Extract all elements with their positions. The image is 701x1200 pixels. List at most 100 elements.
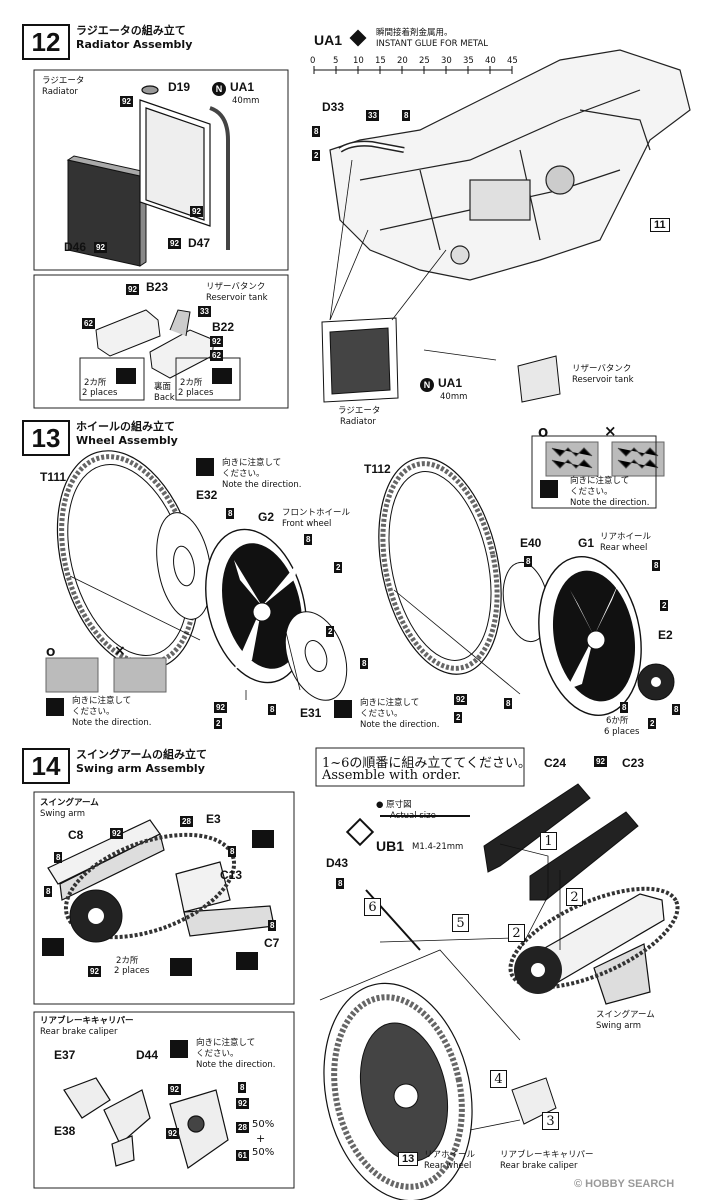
color-62-b: 62 [210,350,223,361]
color-92-f: 92 [210,336,223,347]
color-92-l: 92 [236,1098,249,1109]
ruler-15: 15 [375,56,386,66]
color-8-p: 8 [238,1082,247,1093]
step-12-title-jp: ラジエータの組み立て [76,24,186,37]
order-3: 3 [542,1112,559,1130]
radiator-label-jp: ラジエータ [338,406,381,416]
step-14-title-jp: スイングアームの組み立て [76,748,208,761]
places6-jp: 6か所 [606,716,629,726]
note-icon-e [170,1040,188,1058]
note-jp1-b: 向きに注意して [72,696,132,706]
places-jp-b: 2カ所 [180,378,203,388]
part-e31: E31 [300,706,322,720]
color-2: 2 [312,150,321,161]
part-g1: G1 [578,536,595,550]
color-8-k: 8 [504,698,513,709]
g2-jp: フロントホイール [282,508,351,518]
n-marker-icon-b: N [420,378,434,392]
note-jp2-e: ください。 [196,1049,239,1059]
color-8-j: 8 [672,704,681,715]
part-t112: T112 [364,462,391,476]
order-1: 1 [540,832,557,850]
part-c13: C13 [220,868,243,882]
n-marker-icon: N [212,82,226,96]
color-8-q: 8 [336,878,345,889]
places-en-c: 2 places [114,966,150,976]
color-62: 62 [82,318,95,329]
swing-label-jp: スイングアーム [596,1010,655,1020]
step-14-number: 14 [22,748,70,784]
sticker-icon-c [170,958,192,976]
note-jp1-e: 向きに注意して [196,1038,256,1048]
back-en: Back [154,393,175,403]
color-92-n: 92 [594,756,607,767]
ruler-35: 35 [463,56,474,66]
part-e32: E32 [196,488,218,502]
note-jp1-a: 向きに注意して [222,458,282,468]
ruler-30: 30 [441,56,452,66]
color-92: 92 [120,96,133,107]
length-40mm: 40mm [232,96,260,106]
note-jp2-b: ください。 [72,707,115,717]
color-28: 28 [180,816,193,827]
note-icon-b [46,698,64,716]
glue-en: INSTANT GLUE FOR METAL [376,39,489,49]
color-8: 8 [312,126,321,137]
radiator-box-jp: ラジエータ [42,76,85,86]
part-g2: G2 [258,510,275,524]
length-40mm-b: 40mm [440,392,468,402]
order-5: 5 [452,914,469,932]
ruler-25: 25 [419,56,430,66]
reservoir-label-jp: リザーバタンク [572,364,632,374]
color-8-d: 8 [304,534,313,545]
swing-label-en: Swing arm [596,1021,642,1031]
swing-box-en: Swing arm [40,809,86,819]
g2-en: Front wheel [282,519,332,529]
part-c8: C8 [68,828,84,842]
radiator-mesh [66,155,148,267]
glue-jp: 瞬間接着剤金属用。 [376,28,453,38]
reservoir-label-en: Reservoir tank [572,375,634,385]
note-en-b: Note the direction. [72,718,152,728]
ng-mark-b: × [604,422,617,440]
actual-size-jp: ● 原寸図 [376,800,412,810]
color-2-b: 2 [334,562,343,573]
color-92-j: 92 [88,966,101,977]
brake-box-jp: リアブレーキキャリパー [40,1016,134,1026]
color-92-c: 92 [94,242,107,253]
mix-28: 28 [236,1122,249,1133]
part-d46: D46 [64,240,87,254]
ruler-0: 0 [310,56,316,66]
order-en: Assemble with order. [322,768,462,783]
note-en-e: Note the direction. [196,1060,276,1070]
note-en-c: Note the direction. [360,720,440,730]
mix-61-pct: 50% [252,1147,275,1158]
color-92-m: 92 [166,1128,179,1139]
step-13-title-en: Wheel Assembly [76,434,178,447]
part-c7: C7 [264,936,280,950]
mix-61: 61 [236,1150,249,1161]
color-8-l: 8 [54,852,63,863]
part-b22: B22 [212,320,235,334]
g1-en: Rear wheel [600,543,648,553]
note-icon-d [540,480,558,498]
note-jp2-c: ください。 [360,709,403,719]
color-92-i: 92 [110,828,123,839]
order-2a: 2 [566,888,583,906]
color-2-d: 2 [214,718,223,729]
places-jp-c: 2カ所 [116,956,139,966]
rear-wheel-en: Rear wheel [424,1161,472,1171]
swing-box-jp: スイングアーム [40,798,99,808]
part-d44: D44 [136,1048,159,1062]
note-jp2-d: ください。 [570,487,613,497]
color-2-g: 2 [454,712,463,723]
ruler-5: 5 [333,56,339,66]
part-d47: D47 [188,236,211,250]
ok-mark-a: O [46,646,56,659]
part-b23: B23 [146,280,169,294]
color-92-g: 92 [214,702,227,713]
color-33-b: 33 [366,110,379,121]
places6-en: 6 places [604,727,640,737]
ruler-45: 45 [507,56,518,66]
brake-label-jp: リアブレーキキャリパー [500,1150,594,1160]
